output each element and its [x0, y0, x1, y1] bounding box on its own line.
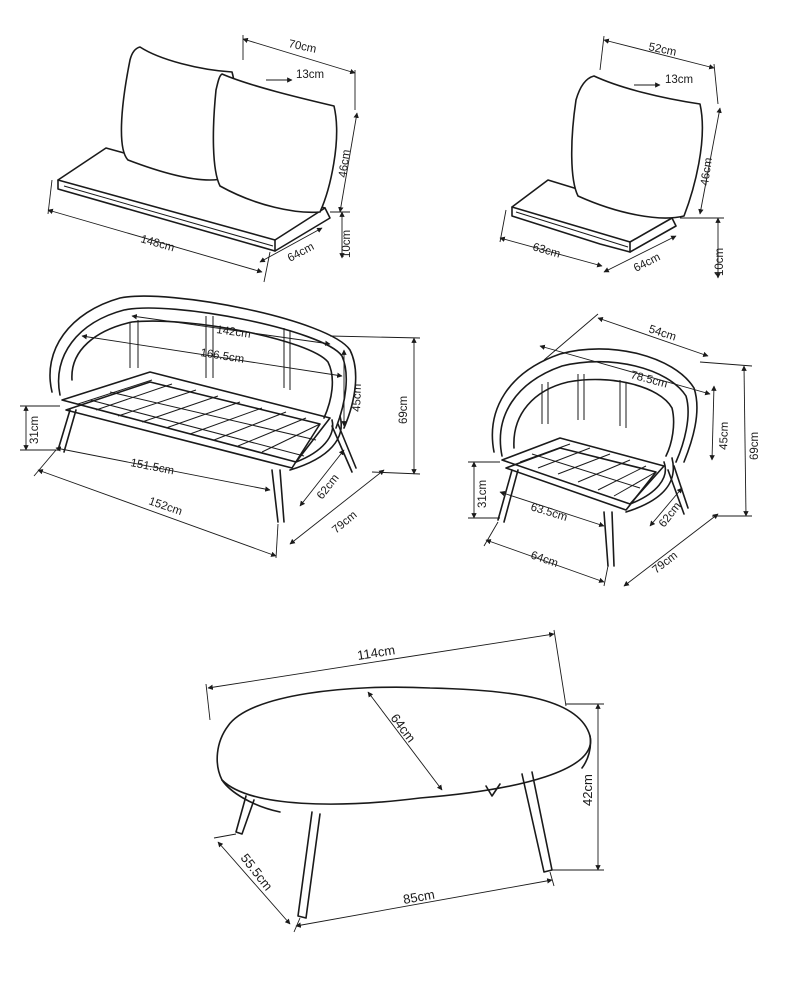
- coffee-table: 114cm 64cm 42cm 55.5cm 85cm: [205, 629, 604, 933]
- sofa-arm-height-label: 45cm: [351, 384, 364, 413]
- sofa-cushion-width-label: 148cm: [139, 233, 176, 254]
- sofa-total-depth-label: 79cm: [330, 509, 359, 536]
- chair-seat-thickness-label: 10cm: [714, 248, 726, 276]
- table-leg-depth-label: 55.5cm: [238, 851, 276, 894]
- sofa-back-height-label: 46cm: [337, 149, 353, 179]
- chair-outer-width-label: 78.5cm: [629, 369, 669, 390]
- chair-cushion-thickness-label: 13cm: [665, 74, 693, 86]
- chair-seat-height-label: 31cm: [477, 480, 489, 508]
- sofa-cushion-thickness-label: 13cm: [296, 69, 324, 81]
- chair-arm-height-label: 45cm: [718, 422, 731, 451]
- sofa-seat-thickness-label: 10cm: [341, 230, 353, 258]
- chair-seat-depth-label: 64cm: [632, 251, 663, 274]
- sofa-cushion-set: 70cm 13cm 46cm 10cm 64cm 148cm: [47, 35, 359, 283]
- sofa-seat-width-label: 151.5cm: [129, 457, 175, 477]
- sofa-total-height-label: 69cm: [398, 396, 410, 424]
- table-height-label: 42cm: [580, 774, 595, 806]
- chair-cushion-width-label: 63cm: [531, 241, 561, 260]
- sofa-cushion-depth-dim: [242, 37, 356, 75]
- chair-seat-depth-label-frame: 62cm: [657, 500, 684, 530]
- chair-back-height-label: 46cm: [699, 157, 715, 187]
- table-leg-width-label: 85cm: [402, 887, 436, 907]
- chair-cushion-set: 52cm 13cm 46cm 10cm 64cm 63cm: [499, 35, 726, 279]
- sofa-seat-height-label: 31cm: [29, 416, 41, 444]
- sofa-base-width-label: 152cm: [147, 495, 184, 518]
- chair-frame: 54cm 78.5cm 45cm 69cm 31cm 63.5cm 64cm 6…: [468, 313, 761, 587]
- chair-base-width-label: 64cm: [529, 549, 559, 570]
- chair-cushion-depth-label: 52cm: [647, 41, 677, 59]
- table-length-label: 114cm: [356, 642, 396, 663]
- chair-total-height-label: 69cm: [749, 432, 761, 460]
- sofa-frame: 142cm 166.5cm 45cm 69cm 31cm 151.5cm 152…: [20, 295, 421, 559]
- sofa-seat-depth-label-frame: 62cm: [315, 472, 342, 502]
- chair-total-depth-label: 79cm: [650, 550, 680, 577]
- chair-seat-width-label: 63.5cm: [529, 501, 569, 524]
- sofa-cushion-depth-label: 70cm: [287, 38, 317, 56]
- sofa-seat-depth-label: 64cm: [286, 241, 316, 265]
- sofa-inner-width-label: 142cm: [216, 324, 252, 341]
